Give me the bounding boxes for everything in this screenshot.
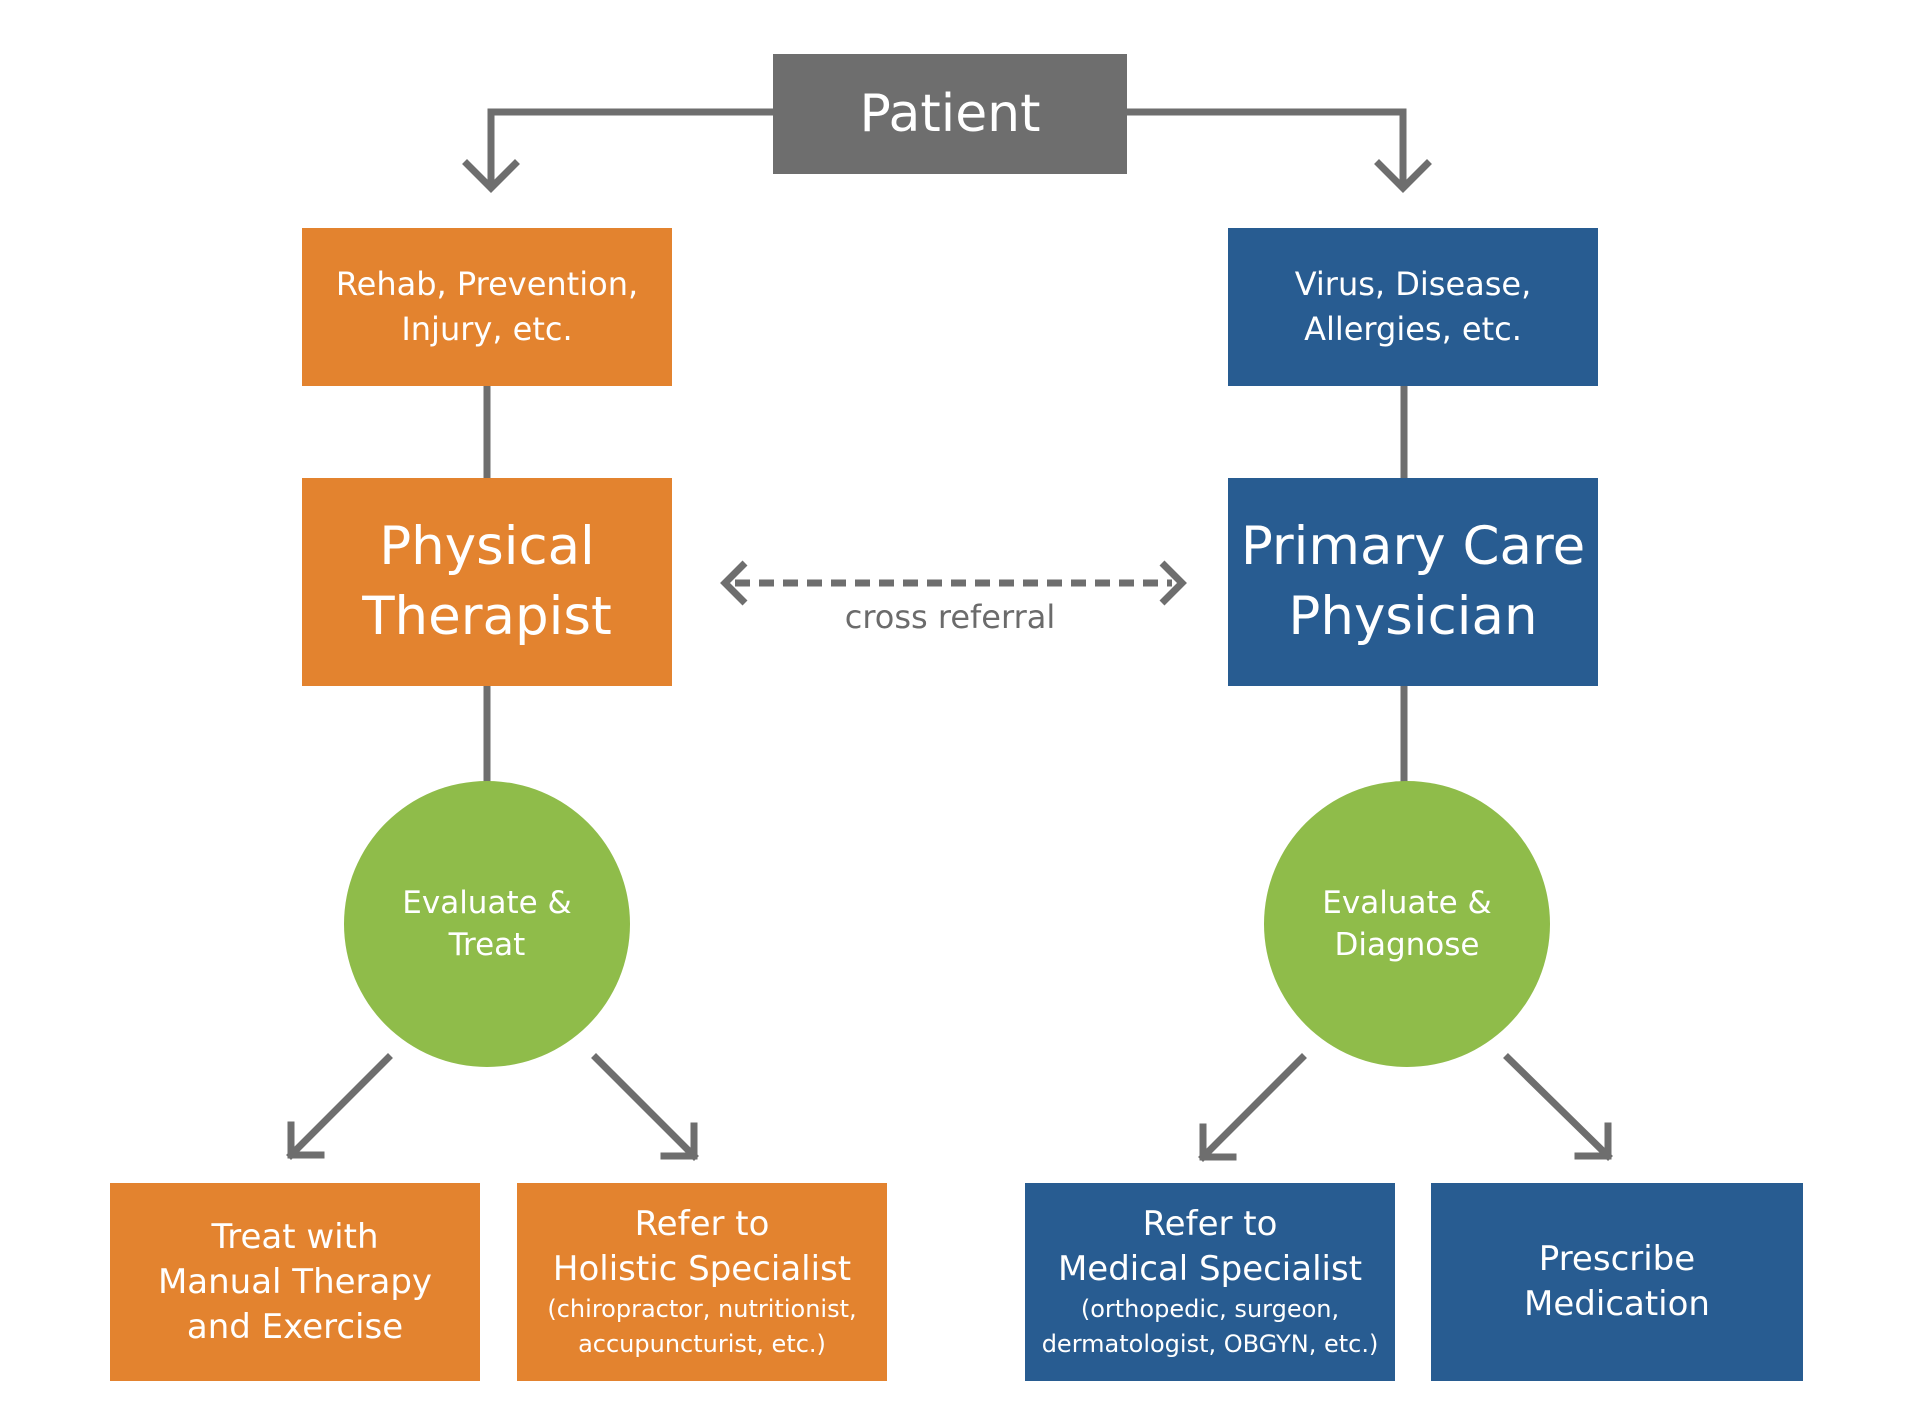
pcp-category-line1: Virus, Disease, <box>1294 265 1532 303</box>
physical-therapist-node: Physical Therapist <box>302 478 672 686</box>
pt-evaluate-line2: Treat <box>448 927 526 963</box>
primary-care-line1: Primary Care <box>1240 516 1586 577</box>
primary-care-line2: Physician <box>1288 586 1538 647</box>
pcp-category-node: Virus, Disease, Allergies, etc. <box>1228 228 1598 386</box>
arrow-patient-to-pcp <box>1123 108 1407 190</box>
refer-holistic-line2: Holistic Specialist <box>552 1249 852 1289</box>
cross-referral-left-head <box>720 560 748 606</box>
pt-evaluate-line1: Evaluate & <box>402 885 572 921</box>
pcp-category-line2: Allergies, etc. <box>1304 310 1522 348</box>
refer-holistic-line3: (chiropractor, nutritionist, <box>547 1295 857 1323</box>
refer-holistic-line4: accupuncturist, etc.) <box>578 1330 826 1358</box>
cross-referral-right-head <box>1159 560 1187 606</box>
treat-manual-line3: and Exercise <box>186 1306 404 1347</box>
arrowhead-eval-to-treat <box>287 1121 325 1159</box>
refer-medical-line2: Medical Specialist <box>1057 1249 1363 1289</box>
primary-care-node: Primary Care Physician <box>1228 478 1598 686</box>
arrow-eval-to-holistic <box>591 1053 699 1161</box>
prescribe-node: Prescribe Medication <box>1431 1183 1803 1381</box>
pt-category-line2: Injury, etc. <box>401 310 573 348</box>
refer-holistic-line1: Refer to <box>634 1204 770 1244</box>
refer-medical-line1: Refer to <box>1142 1204 1278 1244</box>
arrow-eval-to-medical <box>1198 1053 1307 1162</box>
arrowhead-eval-to-medical <box>1199 1123 1237 1161</box>
pcp-evaluate-line1: Evaluate & <box>1322 885 1492 921</box>
refer-holistic-node: Refer to Holistic Specialist (chiropract… <box>517 1183 887 1381</box>
treat-manual-line2: Manual Therapy <box>157 1261 433 1302</box>
treat-manual-node: Treat with Manual Therapy and Exercise <box>110 1183 480 1381</box>
arrow-eval-to-prescribe <box>1503 1053 1613 1161</box>
pcp-evaluate-node: Evaluate & Diagnose <box>1264 781 1550 1067</box>
arrowhead-patient-to-pt <box>462 159 520 193</box>
pt-evaluate-node: Evaluate & Treat <box>344 781 630 1067</box>
arrow-patient-to-pt <box>487 108 777 190</box>
arrowhead-patient-to-pcp <box>1374 159 1432 193</box>
pt-category-line1: Rehab, Prevention, <box>335 265 639 303</box>
cross-referral-label: cross referral <box>844 598 1056 636</box>
physical-therapist-line1: Physical <box>379 516 595 577</box>
arrow-eval-to-treat <box>286 1053 393 1160</box>
prescribe-line1: Prescribe <box>1538 1239 1696 1279</box>
refer-medical-node: Refer to Medical Specialist (orthopedic,… <box>1025 1183 1395 1381</box>
treat-manual-line1: Treat with <box>211 1216 379 1257</box>
arrowhead-eval-to-holistic <box>660 1122 698 1160</box>
pcp-evaluate-line2: Diagnose <box>1334 927 1480 963</box>
pt-category-node: Rehab, Prevention, Injury, etc. <box>302 228 672 386</box>
refer-medical-line3: (orthopedic, surgeon, <box>1080 1295 1340 1323</box>
prescribe-line2: Medication <box>1524 1284 1710 1324</box>
physical-therapist-line2: Therapist <box>362 586 612 647</box>
refer-medical-line4: dermatologist, OBGYN, etc.) <box>1041 1330 1379 1358</box>
patient-label: Patient <box>859 84 1041 144</box>
arrowhead-eval-to-prescribe <box>1574 1122 1612 1160</box>
patient-node: Patient <box>773 54 1127 174</box>
